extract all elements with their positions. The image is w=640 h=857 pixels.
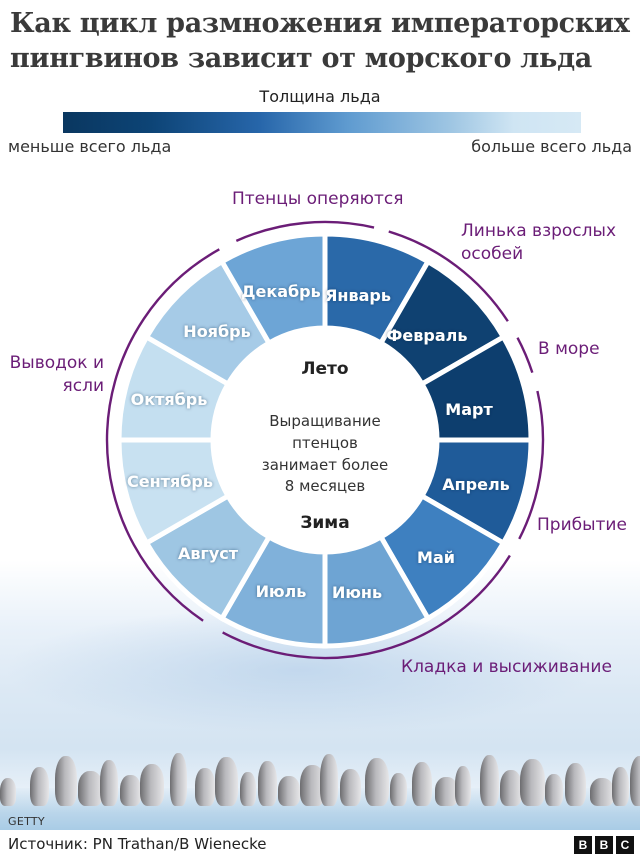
penguin <box>630 756 640 806</box>
center-text-line-2: птенцов <box>292 434 358 452</box>
penguin <box>500 770 522 806</box>
penguin <box>412 762 432 806</box>
penguin <box>120 775 141 806</box>
stage-arc <box>388 230 509 322</box>
legend-high-label: больше всего льда <box>471 137 632 156</box>
penguin <box>612 767 629 806</box>
penguin <box>30 767 49 806</box>
stage-arc <box>222 554 511 660</box>
ice-thickness-gradient-bar <box>63 112 581 133</box>
penguin <box>215 757 238 806</box>
bbc-logo-letter: B <box>595 836 613 854</box>
center-text-line-1: Выращивание <box>269 412 381 430</box>
center-text-line-3: занимает более <box>262 456 388 474</box>
month-label: Июнь <box>332 583 382 602</box>
month-label: Июль <box>256 582 307 601</box>
legend-low-label: меньше всего льда <box>8 137 172 156</box>
stage-arc <box>105 248 220 622</box>
penguin <box>520 759 545 806</box>
penguin <box>480 755 499 806</box>
month-label: Ноябрь <box>183 322 250 341</box>
penguin <box>170 753 187 806</box>
penguin <box>365 758 389 806</box>
penguin <box>55 756 77 806</box>
penguin <box>100 760 118 806</box>
stage-laying-incubation: Кладка и высиживание <box>401 657 612 677</box>
footer <box>0 831 640 857</box>
month-label: Март <box>445 400 493 419</box>
stage-adult-moult: Линька взрослых особей <box>461 221 617 264</box>
penguin <box>565 763 586 806</box>
penguin <box>590 778 614 806</box>
penguin <box>340 769 361 806</box>
stage-chicks-fledge: Птенцы оперяются <box>232 189 404 209</box>
stage-arc <box>516 337 534 374</box>
penguin <box>278 776 300 806</box>
bbc-logo-letter: C <box>616 836 634 854</box>
month-label: Май <box>417 548 455 567</box>
bbc-logo-letter: B <box>574 836 592 854</box>
stage-creche: Выводок и ясли <box>9 353 104 396</box>
month-label: Февраль <box>387 326 468 345</box>
penguin <box>195 768 215 806</box>
center-text-line-4: 8 месяцев <box>285 477 365 495</box>
month-sectors <box>116 231 534 649</box>
stage-at-sea: В море <box>538 339 600 359</box>
summer-label: Лето <box>301 359 348 379</box>
penguin <box>78 771 103 806</box>
bbc-logo: B B C <box>574 836 634 854</box>
source-text: Источник: PN Trathan/B Wienecke <box>8 835 267 853</box>
penguin <box>455 766 471 806</box>
month-label: Январь <box>325 286 391 305</box>
month-label: Сентябрь <box>127 472 213 491</box>
stage-arcs <box>105 220 545 660</box>
penguin <box>390 773 407 806</box>
penguin <box>545 774 563 806</box>
month-label: Апрель <box>442 475 510 494</box>
month-label: Октябрь <box>131 390 208 409</box>
winter-label: Зима <box>300 513 349 533</box>
chart-title: Как цикл размножения императорских пингв… <box>10 8 630 74</box>
legend-title: Толщина льда <box>259 87 381 106</box>
penguin <box>435 777 458 806</box>
penguin <box>0 778 16 806</box>
month-label: Декабрь <box>241 282 321 301</box>
penguin <box>140 764 164 806</box>
wheel-center <box>213 328 437 552</box>
stage-arc <box>235 220 375 242</box>
stage-arc <box>518 390 545 540</box>
penguin <box>258 761 277 806</box>
month-label: Август <box>178 544 239 563</box>
penguin <box>320 754 338 806</box>
penguin <box>240 772 256 806</box>
stage-arrival: Прибытие <box>537 515 627 535</box>
photo-credit: GETTY <box>8 815 45 828</box>
